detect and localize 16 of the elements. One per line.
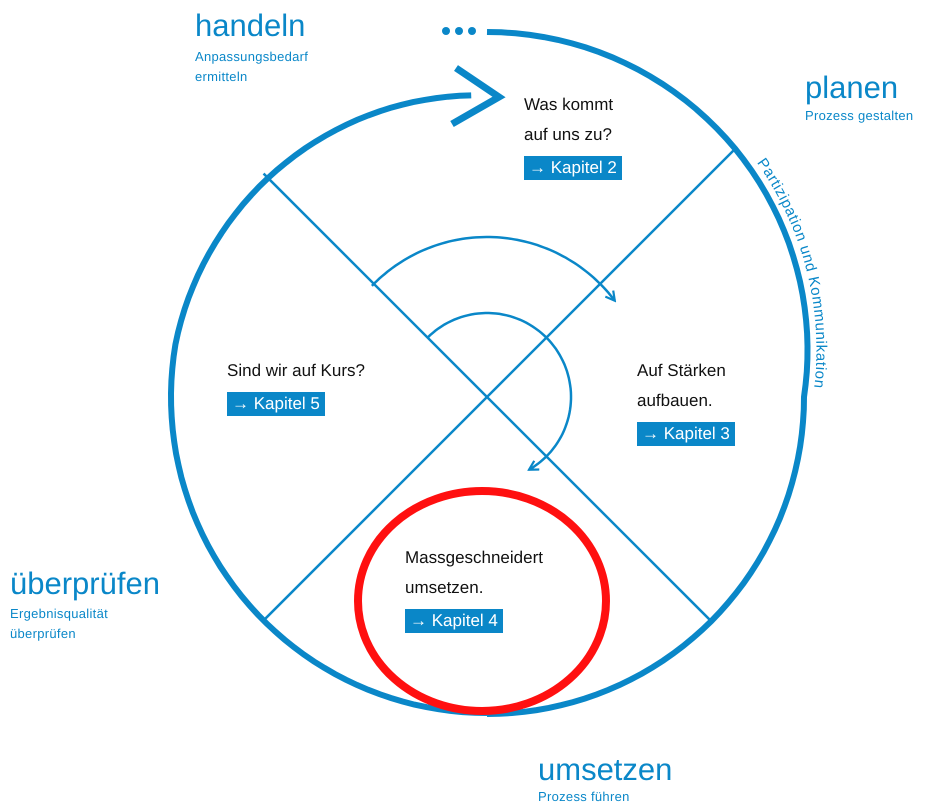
phase-subtitle: Ergebnisqualität überprüfen: [10, 605, 110, 643]
chapter-tag: → Kapitel 4: [405, 609, 503, 633]
phase-title: umsetzen: [538, 752, 672, 788]
phase-subtitle: Prozess führen: [538, 788, 630, 805]
question-text: Sind wir auf Kurs?: [227, 360, 366, 382]
phase-title: planen: [805, 70, 898, 106]
phase-title: überprüfen: [10, 566, 160, 602]
phase-title: handeln: [195, 8, 306, 44]
question-text: Was kommt auf uns zu?: [524, 94, 614, 146]
question-text: Massgeschneidert umsetzen.: [405, 547, 544, 599]
phase-subtitle: Prozess gestalten: [805, 107, 914, 125]
chapter-tag: → Kapitel 3: [637, 422, 735, 446]
question-text: Auf Stärken aufbauen.: [637, 360, 727, 412]
phase-subtitle: Anpassungsbedarf ermitteln: [195, 48, 310, 86]
chapter-tag: → Kapitel 5: [227, 392, 325, 416]
chapter-tag: → Kapitel 2: [524, 156, 622, 180]
